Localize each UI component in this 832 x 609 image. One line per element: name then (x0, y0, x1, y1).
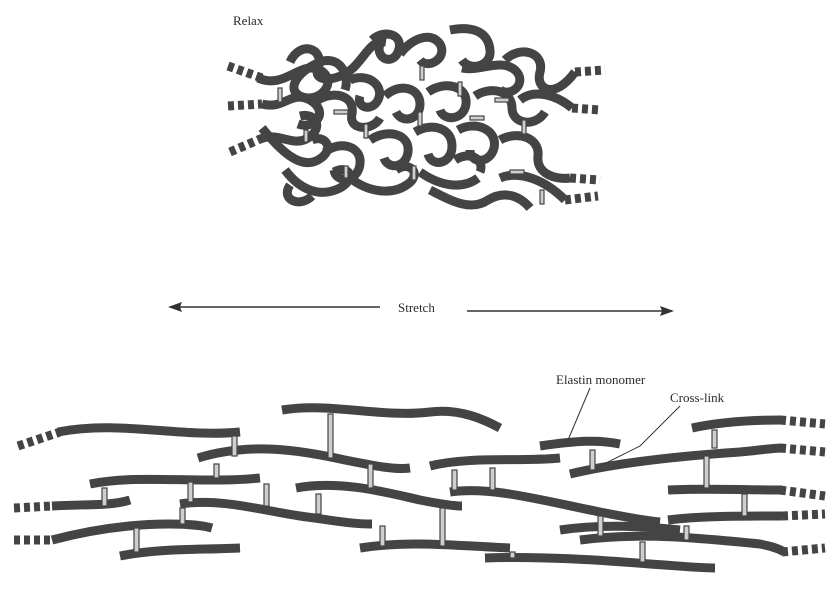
relaxed-network: Relax (228, 13, 605, 208)
chain-end-left-3 (230, 140, 258, 152)
chain-end-right-2 (572, 108, 600, 110)
chain-end-left-b (14, 506, 52, 508)
elastin-monomer-leader (568, 388, 590, 440)
stretched-network: Elastin monomer Cross-link (14, 372, 825, 568)
chain-end-left-a (18, 432, 60, 446)
elastin-monomer-label: Elastin monomer (556, 372, 646, 387)
arrow-right-head (660, 306, 674, 316)
chain-end-left-1 (228, 66, 262, 78)
chain-end-right-a (780, 420, 825, 424)
stretched-chains (52, 408, 784, 568)
cross-link-label: Cross-link (670, 390, 725, 405)
relax-label: Relax (233, 13, 264, 28)
chain-end-right-3 (570, 178, 600, 180)
relaxed-chains (258, 29, 575, 208)
arrow-left-head (168, 302, 182, 312)
chain-end-right-b (780, 448, 825, 452)
chain-end-right-4 (565, 196, 598, 200)
chain-end-right-1 (575, 70, 605, 72)
chain-end-right-e (782, 548, 825, 552)
chain-end-left-2 (228, 104, 262, 106)
chain-end-right-c (780, 490, 825, 496)
stretch-arrow: Stretch (168, 300, 674, 316)
chain-end-right-d (782, 514, 825, 516)
stretch-label: Stretch (398, 300, 435, 315)
